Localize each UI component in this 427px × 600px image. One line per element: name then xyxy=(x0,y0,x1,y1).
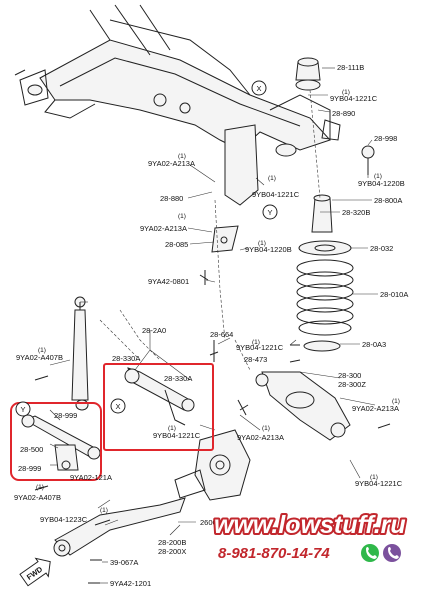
svg-text:(1): (1) xyxy=(268,175,276,182)
label-9YB04-1221C-e: 9YB04-1221C xyxy=(355,479,403,488)
svg-text:(1): (1) xyxy=(252,339,260,346)
viber-icon xyxy=(383,544,401,562)
label-9YB04-1221C-b: 9YB04-1221C xyxy=(252,190,300,199)
label-39-067A: 39-067A xyxy=(110,558,138,567)
svg-text:(1): (1) xyxy=(262,425,270,432)
highlight-box-lateral-link xyxy=(10,402,102,481)
label-9YA02-121A: 9YA02-121A xyxy=(70,473,112,482)
fwd-arrow-icon: FWD xyxy=(19,557,51,587)
lower-control-arm xyxy=(255,371,351,441)
watermark-phone: 8-981-870-14-74 xyxy=(218,545,330,562)
svg-text:(1): (1) xyxy=(168,425,176,432)
label-9YB04-1223C: 9YB04-1223C xyxy=(40,515,88,524)
label-9YA02-A213A-a: 9YA02-A213A xyxy=(148,159,195,168)
leader-lines xyxy=(37,67,378,584)
label-28-300Z: 28-300Z xyxy=(338,380,366,389)
spring-upper-seat xyxy=(311,194,333,233)
svg-text:(1): (1) xyxy=(342,89,350,96)
callout-y-box: Y xyxy=(15,401,31,417)
part-labels: 28-111B (1) 9YB04-1221C 28-890 28-998 (1… xyxy=(14,63,408,588)
label-9YA42-0801: 9YA42-0801 xyxy=(148,277,189,286)
trailing-arm xyxy=(53,497,186,557)
upper-control-arm xyxy=(124,367,195,426)
shock-absorber xyxy=(71,296,89,411)
label-28-2A0: 28-2A0 xyxy=(142,326,166,335)
label-9YB04-1220B-b: 9YB04-1220B xyxy=(245,245,292,254)
label-28-111B: 28-111B xyxy=(337,63,364,72)
rear-subframe xyxy=(14,4,331,206)
label-28-200X: 28-200X xyxy=(158,547,186,556)
knuckle xyxy=(174,429,251,501)
label-28-085: 28-085 xyxy=(165,240,188,249)
highlight-box-upper-link xyxy=(103,363,214,451)
label-9YB04-1221C-d: 9YB04-1221C xyxy=(153,431,201,440)
label-9YA42-1201: 9YA42-1201 xyxy=(110,579,151,588)
label-9YB04-1220B-a: 9YB04-1220B xyxy=(358,179,405,188)
svg-text:Y: Y xyxy=(267,208,272,217)
label-28-500: 28-500 xyxy=(20,445,43,454)
watermark-site-fill: www.lowstuff.ru xyxy=(214,511,406,539)
svg-text:(1): (1) xyxy=(36,484,44,491)
label-9YA02-A213A-c: 9YA02-A213A xyxy=(237,433,284,442)
whatsapp-icon xyxy=(361,544,379,562)
watermark: www.lowstuff.ru www.lowstuff.ru 8-981-87… xyxy=(212,509,408,562)
label-28-330A-a: 28-330A xyxy=(112,354,140,363)
watermark-site: www.lowstuff.ru xyxy=(214,511,406,539)
label-28-998: 28-998 xyxy=(374,134,397,143)
lateral-link xyxy=(21,414,101,471)
label-2600: 2600 xyxy=(200,518,217,527)
svg-text:(1): (1) xyxy=(178,213,186,220)
svg-text:(1): (1) xyxy=(392,398,400,405)
label-9YB04-1221C-c: 9YB04-1221C xyxy=(236,343,284,352)
label-9YB04-1221C-a: 9YB04-1221C xyxy=(330,94,378,103)
label-28-032: 28-032 xyxy=(370,244,393,253)
callout-x-top: X xyxy=(251,80,267,96)
label-28-200B: 28-200B xyxy=(158,538,186,547)
coil-spring xyxy=(296,240,354,352)
label-28-999-a: 28-999 xyxy=(54,411,77,420)
label-28-890: 28-890 xyxy=(332,109,355,118)
label-28-473: 28-473 xyxy=(244,355,267,364)
label-9YA02-A213A-b: 9YA02-A213A xyxy=(140,224,187,233)
label-28-880: 28-880 xyxy=(160,194,183,203)
svg-text:(1): (1) xyxy=(258,240,266,247)
label-28-664: 28-664 xyxy=(210,330,233,339)
svg-text:(1): (1) xyxy=(100,507,108,514)
svg-text:X: X xyxy=(115,402,120,411)
svg-text:(1): (1) xyxy=(38,347,46,354)
label-28-999-b: 28-999 xyxy=(18,464,41,473)
bracket xyxy=(199,225,239,285)
label-9YA02-A407B-a: 9YA02-A407B xyxy=(16,353,63,362)
label-28-320B: 28-320B xyxy=(342,208,370,217)
label-28-800A: 28-800A xyxy=(374,196,402,205)
svg-text:X: X xyxy=(256,84,261,93)
callout-y-top: Y xyxy=(262,204,278,220)
label-28-010A: 28-010A xyxy=(380,290,408,299)
label-28-330A-b: 28-330A xyxy=(164,374,192,383)
label-9YA02-A407B-b: 9YA02-A407B xyxy=(14,493,61,502)
callout-x-box: X xyxy=(110,398,126,414)
svg-text:Y: Y xyxy=(20,405,25,414)
bump-stop xyxy=(295,57,375,175)
svg-text:(1): (1) xyxy=(370,474,378,481)
label-9YA02-A213A-d: 9YA02-A213A xyxy=(352,404,399,413)
label-28-300: 28-300 xyxy=(338,371,361,380)
svg-text:(1): (1) xyxy=(374,173,382,180)
svg-text:(1): (1) xyxy=(178,153,186,160)
label-28-0A3: 28-0A3 xyxy=(362,340,386,349)
